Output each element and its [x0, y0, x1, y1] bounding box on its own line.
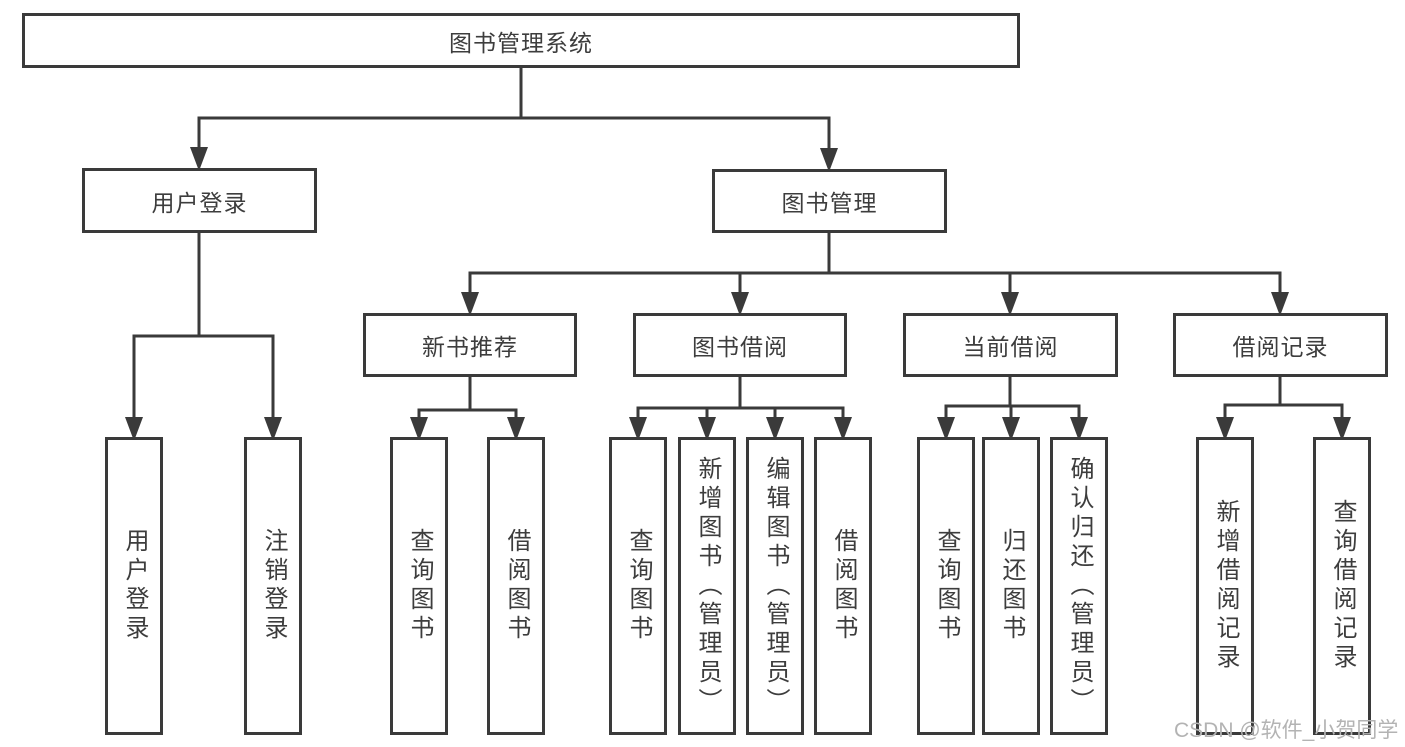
leaf-query-books-current-label: 查询图书 — [933, 528, 960, 644]
leaf-add-book-admin: 新增图书（管理员） — [678, 437, 736, 735]
csdn-watermark: CSDN @软件_小贺同学 — [1174, 719, 1399, 742]
node-book-borrowing: 图书借阅 — [633, 313, 847, 377]
node-new-book-recommend-label: 新书推荐 — [422, 334, 518, 360]
leaf-add-borrow-record: 新增借阅记录 — [1196, 437, 1254, 735]
leaf-query-books-recommend-label: 查询图书 — [406, 528, 433, 644]
leaf-user-login-label: 用户登录 — [121, 528, 148, 644]
leaf-borrow-books-borrowing-label: 借阅图书 — [830, 528, 857, 644]
leaf-add-borrow-record-label: 新增借阅记录 — [1212, 499, 1239, 673]
leaf-logout-label: 注销登录 — [260, 528, 287, 644]
leaf-return-books: 归还图书 — [982, 437, 1040, 735]
node-user-login: 用户登录 — [82, 168, 317, 233]
leaf-borrow-books-recommend: 借阅图书 — [487, 437, 545, 735]
node-borrow-records-label: 借阅记录 — [1232, 334, 1329, 360]
leaf-add-book-admin-label: 新增图书（管理员） — [694, 455, 721, 717]
node-book-management: 图书管理 — [712, 169, 947, 233]
node-root-label: 图书管理系统 — [449, 29, 593, 56]
leaf-query-borrow-record-label: 查询借阅记录 — [1329, 499, 1356, 673]
leaf-borrow-books-borrowing: 借阅图书 — [814, 437, 872, 735]
node-book-borrowing-label: 图书借阅 — [692, 334, 788, 360]
leaf-confirm-return-admin: 确认归还（管理员） — [1050, 437, 1108, 735]
leaf-logout: 注销登录 — [244, 437, 302, 735]
node-book-management-label: 图书管理 — [781, 190, 878, 216]
leaf-return-books-label: 归还图书 — [998, 528, 1025, 644]
leaf-edit-book-admin: 编辑图书（管理员） — [746, 437, 804, 735]
node-borrow-records: 借阅记录 — [1173, 313, 1388, 377]
leaf-confirm-return-admin-label: 确认归还（管理员） — [1066, 455, 1093, 717]
node-user-login-label: 用户登录 — [151, 189, 248, 216]
leaf-user-login: 用户登录 — [105, 437, 163, 735]
leaf-query-borrow-record: 查询借阅记录 — [1313, 437, 1371, 735]
node-current-borrowing-label: 当前借阅 — [962, 334, 1059, 360]
leaf-borrow-books-recommend-label: 借阅图书 — [503, 528, 530, 644]
node-current-borrowing: 当前借阅 — [903, 313, 1118, 377]
leaf-query-books-borrowing: 查询图书 — [609, 437, 667, 735]
node-new-book-recommend: 新书推荐 — [363, 313, 577, 377]
leaf-query-books-borrowing-label: 查询图书 — [625, 528, 652, 644]
leaf-edit-book-admin-label: 编辑图书（管理员） — [762, 455, 789, 717]
node-root: 图书管理系统 — [22, 13, 1020, 68]
leaf-query-books-current: 查询图书 — [917, 437, 975, 735]
leaf-query-books-recommend: 查询图书 — [390, 437, 448, 735]
